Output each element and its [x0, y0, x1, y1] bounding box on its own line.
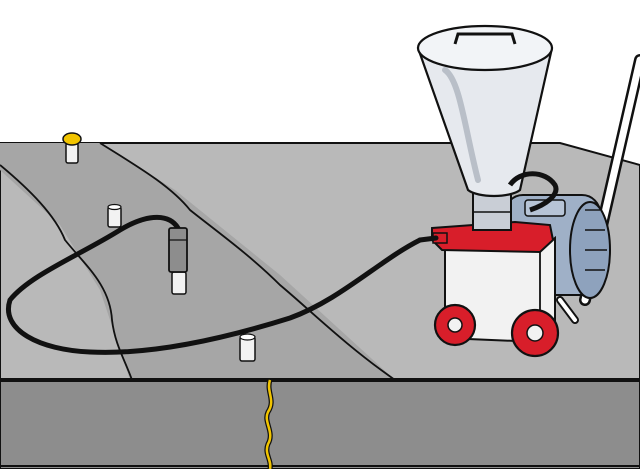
- resin-filled-crack-icon: [265, 379, 273, 469]
- funnel-hopper-icon: [416, 24, 554, 198]
- hose-nozzle: [168, 227, 188, 273]
- concrete-slab-edge: [0, 379, 640, 469]
- injection-packer-2: [107, 203, 122, 228]
- injection-packer-4: [239, 333, 256, 362]
- injection-packer-1: [62, 132, 82, 164]
- resin-drop-icon: [62, 132, 82, 146]
- crack-zone-band: [0, 143, 395, 380]
- pump-wheel-left-icon: [433, 303, 477, 347]
- hopper-handle: [453, 32, 517, 45]
- hopper-neck: [472, 189, 512, 231]
- hose-icon: [6, 214, 423, 355]
- floor-crack-left-icon: [0, 164, 133, 381]
- injection-packer-3: [171, 271, 187, 295]
- pump-cable-icon: [507, 171, 559, 213]
- pump-wheel-right-icon: [510, 308, 560, 358]
- floor-crack-right-icon: [99, 142, 396, 381]
